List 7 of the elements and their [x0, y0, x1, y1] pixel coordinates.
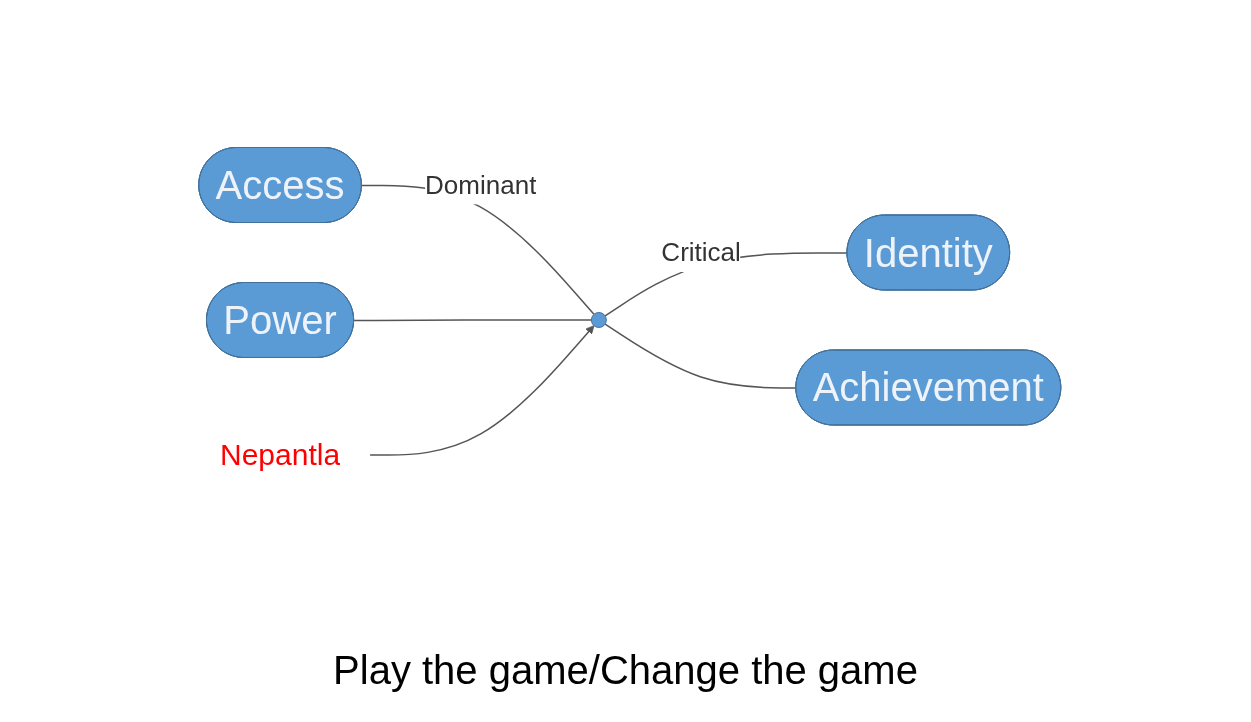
- node-circle: [591, 312, 607, 328]
- edge-label: Critical: [661, 237, 741, 267]
- caption: Play the game/Change the game: [333, 648, 918, 693]
- node-text: Nepantla: [220, 438, 341, 472]
- connector: [353, 319, 593, 322]
- edge-label: Dominant: [425, 169, 537, 200]
- arrow: [369, 325, 595, 456]
